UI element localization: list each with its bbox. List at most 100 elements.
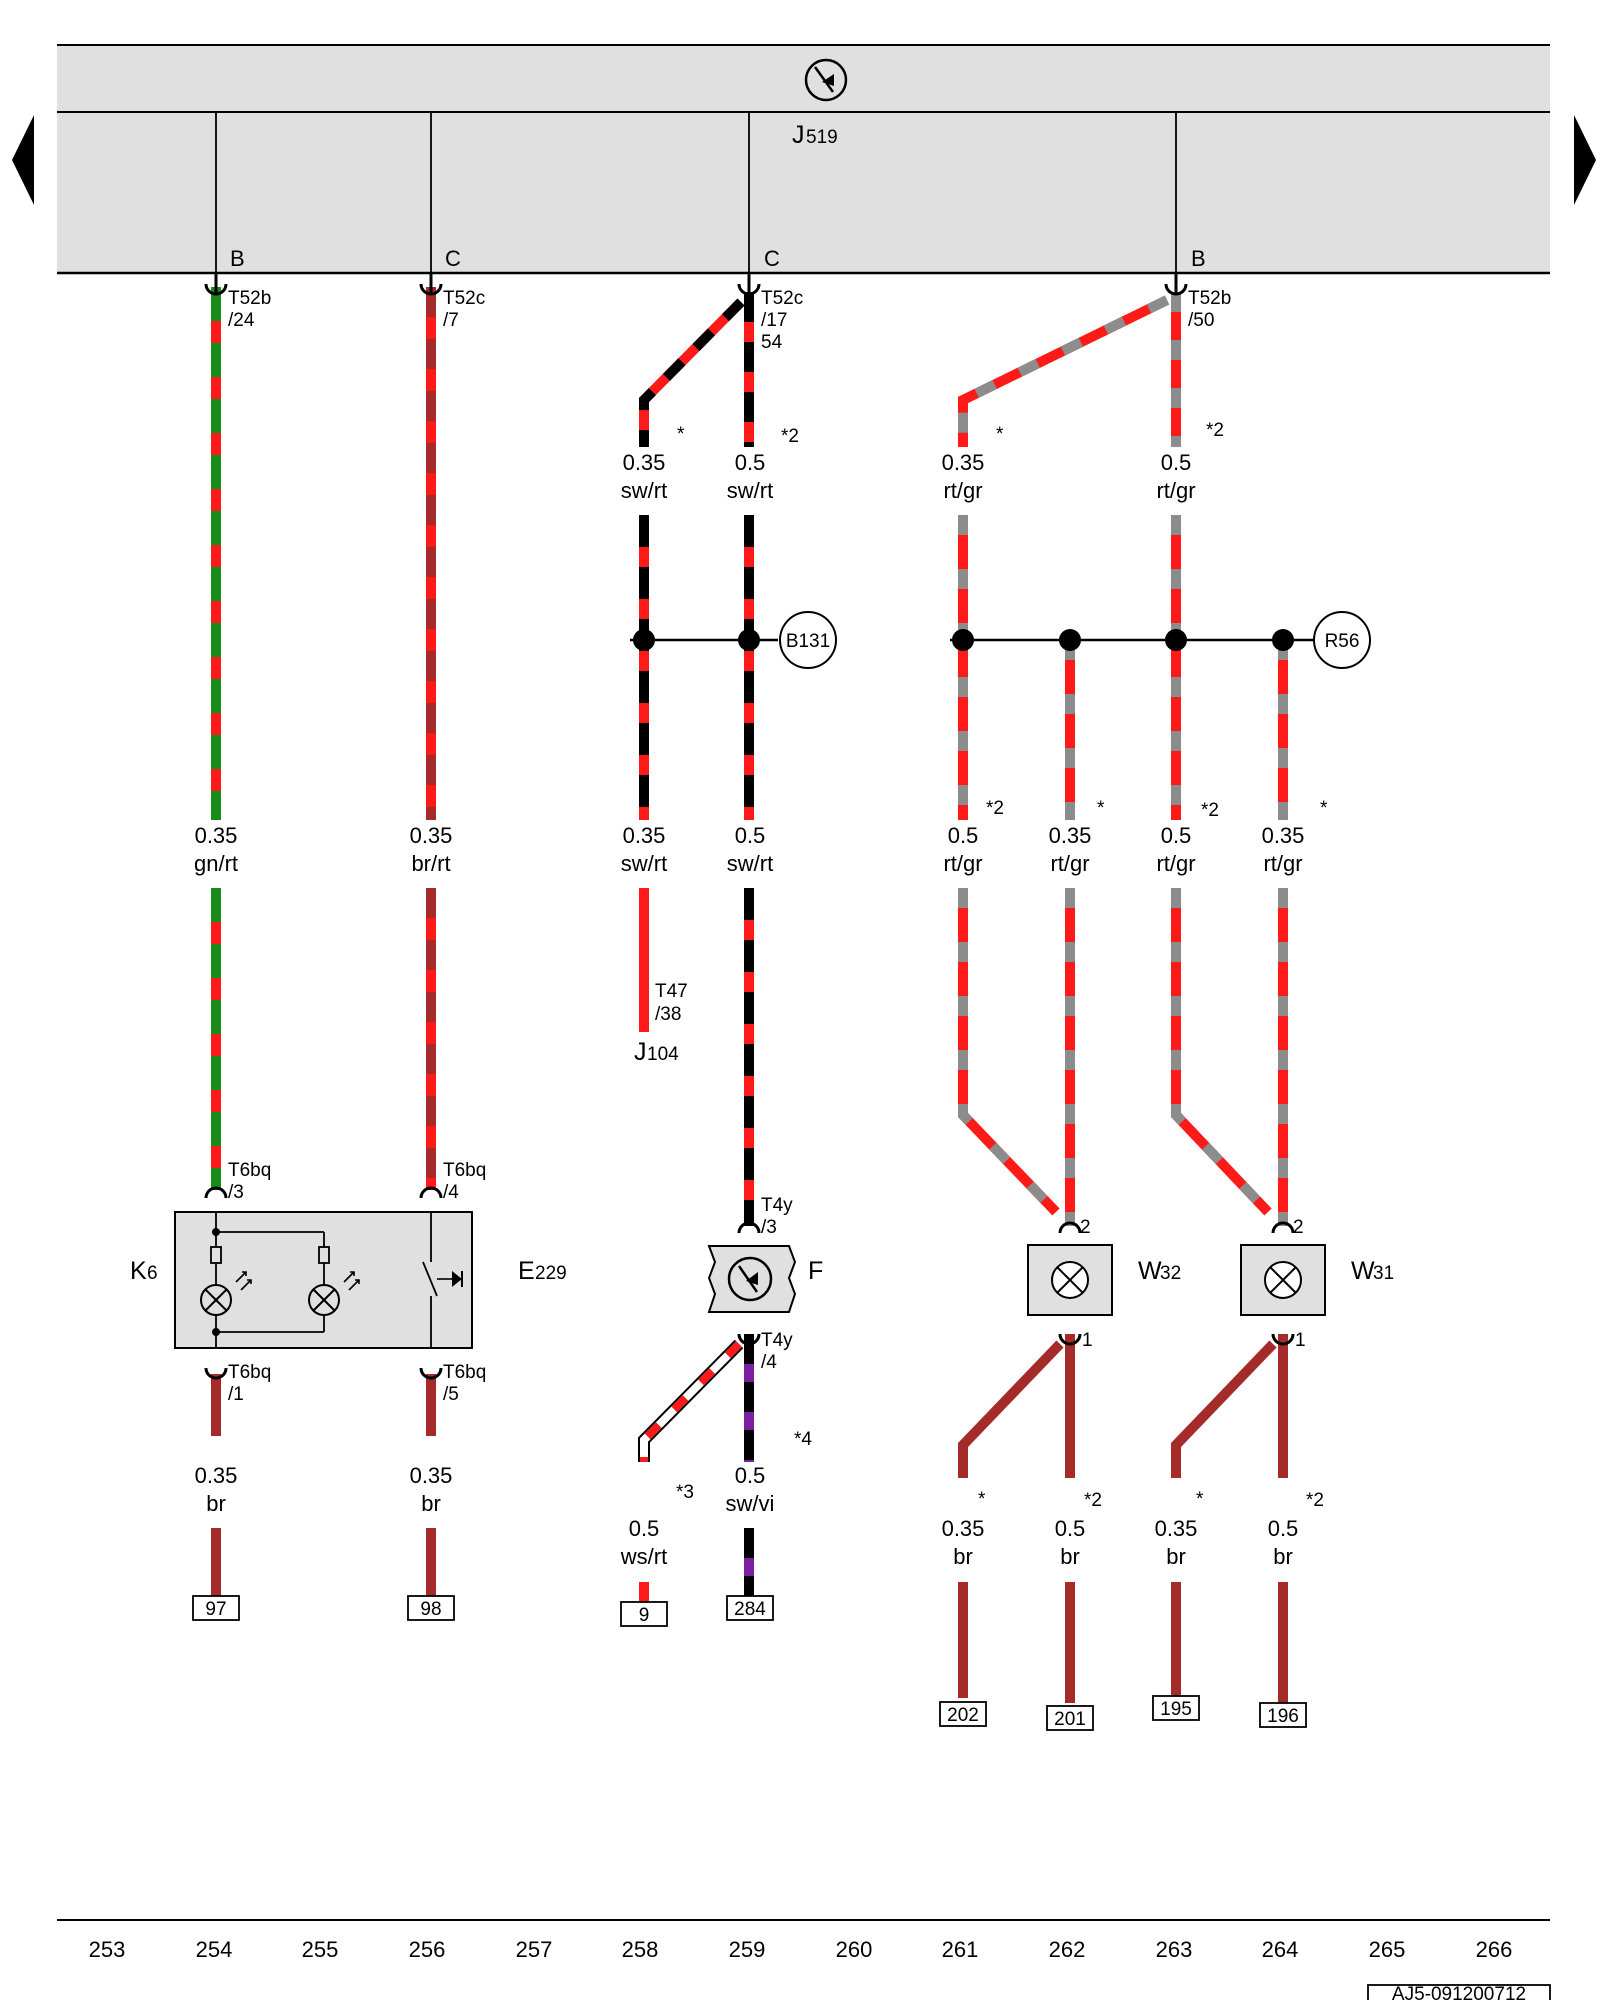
footnote: *2: [1084, 1490, 1102, 1511]
wire-size: 0.5: [1055, 1516, 1086, 1541]
wire-color: rt/gr: [1156, 851, 1195, 876]
pin-label: C: [445, 246, 461, 271]
reference-number[interactable]: 196: [1267, 1706, 1299, 1727]
connector-pin: /3: [761, 1217, 777, 1238]
wire-color: sw/rt: [621, 478, 667, 503]
pin-number: 1: [1082, 1330, 1093, 1351]
splice-node: [633, 629, 655, 651]
triangle-right-icon[interactable]: [1574, 115, 1596, 205]
component-w31: 2 1 W 31: [1240, 1217, 1394, 1351]
reference-number[interactable]: 202: [947, 1705, 979, 1726]
switch-icon: [437, 1271, 463, 1287]
component-number: 229: [535, 1263, 567, 1284]
component-name: W: [1351, 1257, 1375, 1285]
component-k6-e229: K 6 E 229: [130, 1211, 567, 1349]
module-name: J: [792, 121, 805, 149]
splice-node: [738, 629, 760, 651]
component-name: W: [1138, 1257, 1162, 1285]
wire-color: br: [1273, 1544, 1293, 1569]
connector-pin: /4: [443, 1182, 459, 1203]
column-ruler: 253 254 255 256 257 258 259 260 261 262 …: [89, 1937, 1513, 1962]
wire-br: [211, 1334, 1288, 1703]
component-number: 104: [647, 1044, 679, 1065]
component-w32: 2 1 W 32: [1027, 1217, 1181, 1351]
splice-label: R56: [1325, 631, 1360, 652]
reference-number[interactable]: 284: [734, 1599, 766, 1620]
control-module-j519: J 519 B C C B: [57, 44, 1550, 275]
connector-name: T52b: [1188, 288, 1231, 309]
connector-name: T6bq: [443, 1362, 486, 1383]
wire-color: rt/gr: [943, 478, 982, 503]
reference-number[interactable]: 195: [1160, 1699, 1192, 1720]
module-number: 519: [806, 127, 838, 148]
connector-pin: /1: [228, 1384, 244, 1405]
footnote: *2: [986, 798, 1004, 819]
wire-size: 0.35: [1155, 1516, 1198, 1541]
footnote: *3: [676, 1482, 694, 1503]
wire-size: 0.5: [629, 1516, 660, 1541]
connector-pin: /3: [228, 1182, 244, 1203]
wire-size: 0.35: [623, 450, 666, 475]
footnote: *: [978, 1489, 986, 1510]
wire-color: rt/gr: [1156, 478, 1195, 503]
footnote: *2: [1206, 420, 1224, 441]
wire-color: sw/rt: [621, 851, 667, 876]
wire-size: 0.35: [942, 1516, 985, 1541]
drawing-id: AJ5-091200712: [1392, 1984, 1526, 2000]
column-number: 262: [1049, 1937, 1086, 1962]
component-number: 6: [147, 1263, 158, 1284]
connector-pin: /24: [228, 310, 255, 331]
connector-name: T52c: [761, 288, 803, 309]
splice-b131: [779, 611, 837, 669]
wire-color: br: [421, 1491, 441, 1516]
pin-label: B: [1191, 246, 1206, 271]
wire-size: 0.35: [623, 823, 666, 848]
wire-labels: 0.35 sw/rt 0.5 sw/rt 0.35 rt/gr 0.5 rt/g…: [194, 450, 1304, 1569]
column-number: 254: [196, 1937, 233, 1962]
wire-color: br: [206, 1491, 226, 1516]
lamp-icon: [1051, 1261, 1089, 1299]
component-number: 32: [1160, 1263, 1181, 1284]
wire-color: sw/rt: [727, 851, 773, 876]
reference-number[interactable]: 97: [205, 1599, 226, 1620]
column-number: 261: [942, 1937, 979, 1962]
footnote: *: [996, 424, 1004, 445]
reference-number[interactable]: 9: [639, 1605, 650, 1626]
component-name: F: [808, 1257, 823, 1285]
pin-label: C: [764, 246, 780, 271]
reference-number[interactable]: 98: [420, 1599, 441, 1620]
connector-pin: /4: [761, 1352, 777, 1373]
connector-labels: T52b /24 T52c /7 T52c /17 54 T52b /50 T6…: [228, 288, 1231, 1405]
splice-r56: [1313, 611, 1371, 669]
connector-pin: 54: [761, 332, 783, 353]
connector-symbols: [204, 273, 1295, 1380]
footnote: *: [1320, 798, 1328, 819]
triangle-left-icon[interactable]: [12, 115, 34, 205]
wire-color: sw/vi: [726, 1491, 775, 1516]
wire-size: 0.5: [1268, 1516, 1299, 1541]
column-number: 259: [729, 1937, 766, 1962]
wire-size: 0.5: [1161, 823, 1192, 848]
column-number: 256: [409, 1937, 446, 1962]
component-name: E: [518, 1257, 535, 1285]
wire-color: rt/gr: [1050, 851, 1089, 876]
wire-color: rt/gr: [1263, 851, 1302, 876]
connector-name: T4y: [761, 1330, 793, 1351]
footnote: *: [677, 424, 685, 445]
column-number: 264: [1262, 1937, 1299, 1962]
reference-number[interactable]: 201: [1054, 1709, 1086, 1730]
splice-node: [1165, 629, 1187, 651]
connector-pin: /5: [443, 1384, 459, 1405]
column-number: 263: [1156, 1937, 1193, 1962]
column-number: 260: [836, 1937, 873, 1962]
connector-name: T4y: [761, 1195, 793, 1216]
wire-size: 0.5: [735, 823, 766, 848]
connector-name: T6bq: [228, 1362, 271, 1383]
wire-color: br: [1166, 1544, 1186, 1569]
drawing-id-box: [1367, 1984, 1551, 2000]
wire-color: rt/gr: [943, 851, 982, 876]
ground-symbol-icon: [804, 58, 848, 102]
wire-size: 0.5: [1161, 450, 1192, 475]
wire-ws-rt: [638, 1339, 744, 1603]
wire-size: 0.35: [1049, 823, 1092, 848]
